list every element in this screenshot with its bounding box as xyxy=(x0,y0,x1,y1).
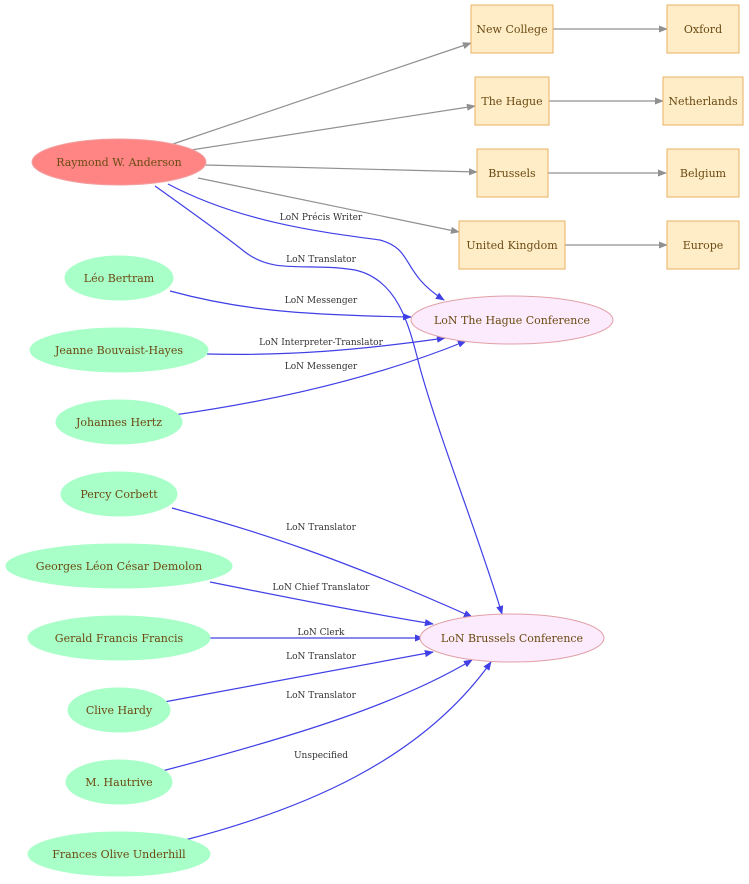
edge-hertz-hague xyxy=(173,340,467,416)
edge-label-bertram: LoN Messenger xyxy=(285,296,358,306)
edge-corbett-brussels xyxy=(171,507,473,618)
node-brussels[interactable]: Brussels xyxy=(476,148,549,198)
node-europe[interactable]: Europe xyxy=(666,220,740,270)
node-label: Clive Hardy xyxy=(86,704,153,717)
edge-bertram-hague xyxy=(169,290,412,321)
edge-label-corbett: LoN Translator xyxy=(286,523,356,533)
node-gerald-francis[interactable]: Gerald Francis Francis xyxy=(27,615,211,661)
node-label: New College xyxy=(476,23,547,36)
edge-hardy-brussels xyxy=(163,649,434,703)
node-georges-demolon[interactable]: Georges Léon César Demolon xyxy=(5,543,233,589)
node-label: Raymond W. Anderson xyxy=(56,156,182,169)
node-label: Léo Bertram xyxy=(84,272,155,285)
node-johannes-hertz[interactable]: Johannes Hertz xyxy=(55,399,183,445)
edge-bouvaist-hague xyxy=(206,335,446,355)
node-m-hautrive[interactable]: M. Hautrive xyxy=(65,759,173,805)
node-label: The Hague xyxy=(481,95,542,108)
edge-label-hardy: LoN Translator xyxy=(286,652,356,662)
edge-label-underhill: Unspecified xyxy=(294,751,348,761)
node-jeanne-bouvaist-hayes[interactable]: Jeanne Bouvaist-Hayes xyxy=(29,327,209,373)
edge-anderson-the-hague xyxy=(177,103,476,153)
edge-demolon-brussels xyxy=(209,581,434,627)
node-label: Netherlands xyxy=(668,95,738,108)
node-new-college[interactable]: New College xyxy=(470,4,554,54)
node-frances-underhill[interactable]: Frances Olive Underhill xyxy=(27,831,211,877)
node-label: LoN Brussels Conference xyxy=(441,632,583,645)
edge-label-francis: LoN Clerk xyxy=(298,628,346,638)
node-netherlands[interactable]: Netherlands xyxy=(662,76,744,126)
node-brussels-conference[interactable]: LoN Brussels Conference xyxy=(419,613,605,663)
edge-label-demolon: LoN Chief Translator xyxy=(273,583,371,593)
node-label: Johannes Hertz xyxy=(75,416,162,429)
edge-anderson-new-college xyxy=(169,42,472,146)
edge-anderson-hague-conference xyxy=(167,183,445,301)
node-percy-corbett[interactable]: Percy Corbett xyxy=(60,471,178,517)
edge-label-bouvaist: LoN Interpreter-Translator xyxy=(259,338,383,348)
node-label: United Kingdom xyxy=(466,239,558,252)
edge-label-anderson-hague: LoN Précis Writer xyxy=(280,212,363,223)
node-oxford[interactable]: Oxford xyxy=(666,4,740,54)
node-label: Oxford xyxy=(684,23,722,36)
node-belgium[interactable]: Belgium xyxy=(666,148,740,198)
edge-anderson-united-kingdom xyxy=(197,177,460,234)
edge-underhill-brussels xyxy=(184,661,492,841)
node-hague-conference[interactable]: LoN The Hague Conference xyxy=(410,295,614,345)
node-label: Jeanne Bouvaist-Hayes xyxy=(54,344,183,357)
edge-anderson-brussels xyxy=(204,164,478,176)
edge-label-hertz: LoN Messenger xyxy=(285,362,358,372)
edge-label-hautrive: LoN Translator xyxy=(286,691,356,701)
node-label: Percy Corbett xyxy=(80,488,158,501)
node-united-kingdom[interactable]: United Kingdom xyxy=(458,220,566,270)
node-label: Belgium xyxy=(680,167,727,180)
edge-label-anderson-brussels: LoN Translator xyxy=(286,255,356,265)
edge-anderson-brussels-conference xyxy=(154,185,504,615)
node-label: LoN The Hague Conference xyxy=(434,314,590,327)
edge-hautrive-brussels xyxy=(161,659,473,772)
node-the-hague[interactable]: The Hague xyxy=(474,76,550,126)
node-label: Brussels xyxy=(488,167,536,180)
node-leo-bertram[interactable]: Léo Bertram xyxy=(64,255,174,301)
node-label: Gerald Francis Francis xyxy=(55,632,184,645)
node-label: Europe xyxy=(683,239,724,252)
node-clive-hardy[interactable]: Clive Hardy xyxy=(67,687,171,733)
node-label: Georges Léon César Demolon xyxy=(36,560,202,573)
node-label: M. Hautrive xyxy=(85,776,152,789)
node-label: Frances Olive Underhill xyxy=(52,848,186,861)
node-raymond-anderson[interactable]: Raymond W. Anderson xyxy=(31,138,207,186)
